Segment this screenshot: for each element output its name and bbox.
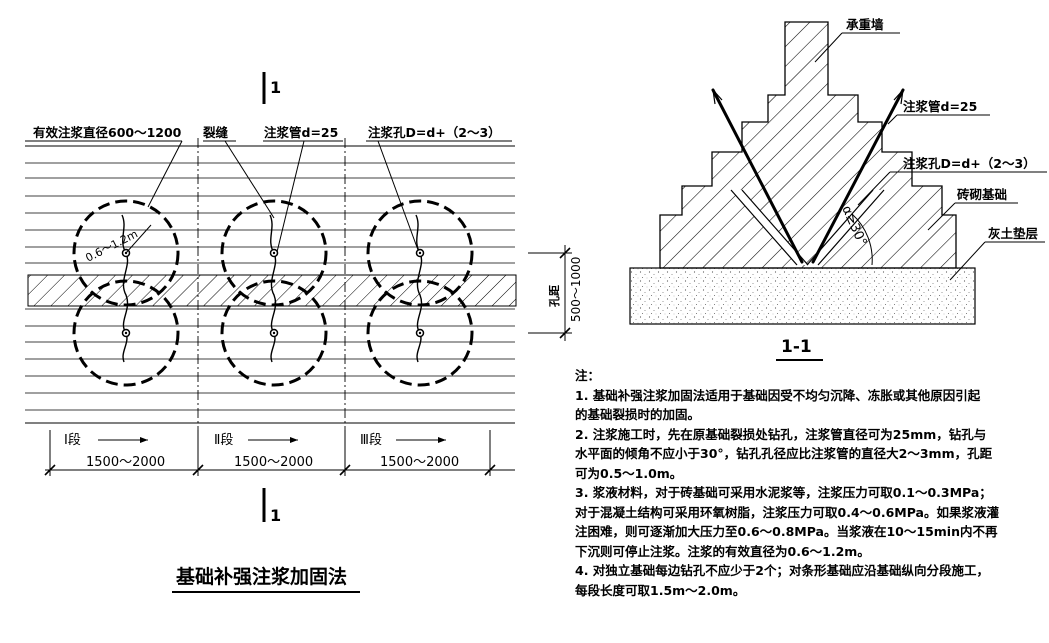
- crack-label: 裂缝: [202, 125, 229, 140]
- leader-crack: 裂缝: [202, 125, 275, 219]
- grout-circle: [72, 279, 180, 387]
- section-grout-pipe-label: 注浆管d=25: [903, 99, 977, 114]
- plan-view: 0.6～1.2m 1 1 有效注浆直径600～1200 裂缝 注浆管d=25: [25, 72, 583, 593]
- brick-foundation: [659, 21, 957, 269]
- hole-spacing-dimension: [528, 245, 572, 341]
- grout-circle: [366, 279, 474, 387]
- section-mark-top: 1: [262, 72, 281, 104]
- leader-grout-hole: 注浆孔D=d+（2～3）: [366, 125, 512, 251]
- crack-line: [415, 214, 423, 363]
- lime-soil-label: 灰土垫层: [988, 226, 1039, 241]
- note-line: 可为0.5～1.0m。: [575, 465, 683, 481]
- section-title: 1-1: [781, 337, 812, 357]
- leader-wall: 承重墙: [814, 17, 900, 63]
- note-line: 3. 浆液材料，对于砖基础可采用水泥浆等，注浆压力可取0.1～0.3MPa；: [575, 485, 992, 500]
- section-grout-hole-label: 注浆孔D=d+（2～3）: [903, 156, 1036, 171]
- svg-text:1: 1: [270, 506, 281, 525]
- grout-circle: [366, 199, 474, 307]
- brick-foundation-label: 砖砌基础: [957, 187, 1007, 202]
- angle-arc: [851, 213, 873, 266]
- svg-text:1: 1: [270, 78, 281, 97]
- note-line: 水平面的倾角不应小于30°，钻孔孔径应比注浆管的直径大2～3mm，孔距: [575, 446, 993, 461]
- crack-line: [121, 214, 129, 363]
- note-line: 1. 基础补强注浆加固法适用于基础因受不均匀沉降、冻胀或其他原因引起: [575, 387, 981, 403]
- notes-block: 注： 1. 基础补强注浆加固法适用于基础因受不均匀沉降、冻胀或其他原因引起 的基…: [575, 366, 1045, 600]
- effective-grout-circles: [72, 199, 474, 387]
- leader-brick-foundation: 砖砌基础: [927, 187, 1018, 231]
- segment-1-length: 1500～2000: [86, 455, 165, 470]
- plan-title: 基础补强注浆加固法: [175, 565, 347, 588]
- lime-soil-cushion: [629, 267, 976, 325]
- segment-dimensions: [44, 430, 515, 476]
- grout-hole-label: 注浆孔D=d+（2～3）: [368, 125, 501, 140]
- notes-heading: 注：: [575, 368, 601, 383]
- note-line: 注困难，则可逐渐加大压力至0.6～0.8MPa。当浆液在10～15min内不再: [575, 524, 998, 539]
- effective-diameter-label: 有效注浆直径600～1200: [33, 125, 182, 140]
- segment-labels: Ⅰ段 Ⅱ段 Ⅲ段: [64, 433, 446, 448]
- leader-effective-diameter: 有效注浆直径600～1200: [25, 125, 183, 208]
- segment-3-length: 1500～2000: [380, 455, 459, 470]
- note-line: 4. 对独立基础每边钻孔不应少于2个；对条形基础应沿基础纵向分段施工，: [575, 563, 989, 578]
- section-grout-holes: [730, 189, 885, 266]
- crack-line: [269, 214, 277, 363]
- note-line: 对于混凝土结构可采用环氧树脂，注浆压力可取0.4～0.6MPa。如果浆液灌: [575, 504, 999, 520]
- note-line: 下沉则可停止注浆。注浆的有效直径为0.6～1.2m。: [575, 543, 870, 559]
- grout-pipe-label: 注浆管d=25: [264, 125, 338, 140]
- section-grout-pipes: [711, 88, 905, 264]
- segment-2-name: Ⅱ段: [214, 433, 233, 448]
- hole-spacing-value: 500～1000: [569, 257, 583, 322]
- section-view: α≥30° 承重墙 注浆管d=25 注浆孔D=d+（2～3） 砖砌基础: [629, 17, 1047, 361]
- leader-section-grout-pipe: 注浆管d=25: [887, 99, 990, 125]
- brick-courses: [25, 162, 515, 411]
- radius-line: [125, 224, 152, 254]
- note-line: 的基础裂损时的加固。: [575, 407, 701, 422]
- segment-1-name: Ⅰ段: [64, 433, 81, 448]
- radius-label: 0.6～1.2m: [83, 227, 139, 264]
- note-line: 2. 注浆施工时，先在原基础裂损处钻孔，注浆管直径可为25mm，钻孔与: [575, 426, 987, 442]
- grout-circle: [220, 279, 328, 387]
- note-line: 每段长度可取1.5m～2.0m。: [575, 582, 746, 598]
- pipe-arrows: [712, 89, 904, 105]
- leader-grout-pipe: 注浆管d=25: [263, 125, 343, 253]
- leader-section-grout-hole: 注浆孔D=d+（2～3）: [857, 156, 1047, 206]
- segment-dividers: [197, 138, 346, 430]
- cracks: [121, 214, 423, 363]
- grout-circle: [220, 199, 328, 307]
- hole-spacing-name: 孔距: [548, 285, 561, 307]
- wall-label: 承重墙: [846, 17, 884, 32]
- segment-3-name: Ⅲ段: [360, 433, 382, 448]
- grout-circle: [72, 199, 180, 307]
- leader-lime-soil: 灰土垫层: [949, 226, 1045, 281]
- section-mark-bottom: 1: [262, 488, 281, 525]
- segment-2-length: 1500～2000: [234, 455, 313, 470]
